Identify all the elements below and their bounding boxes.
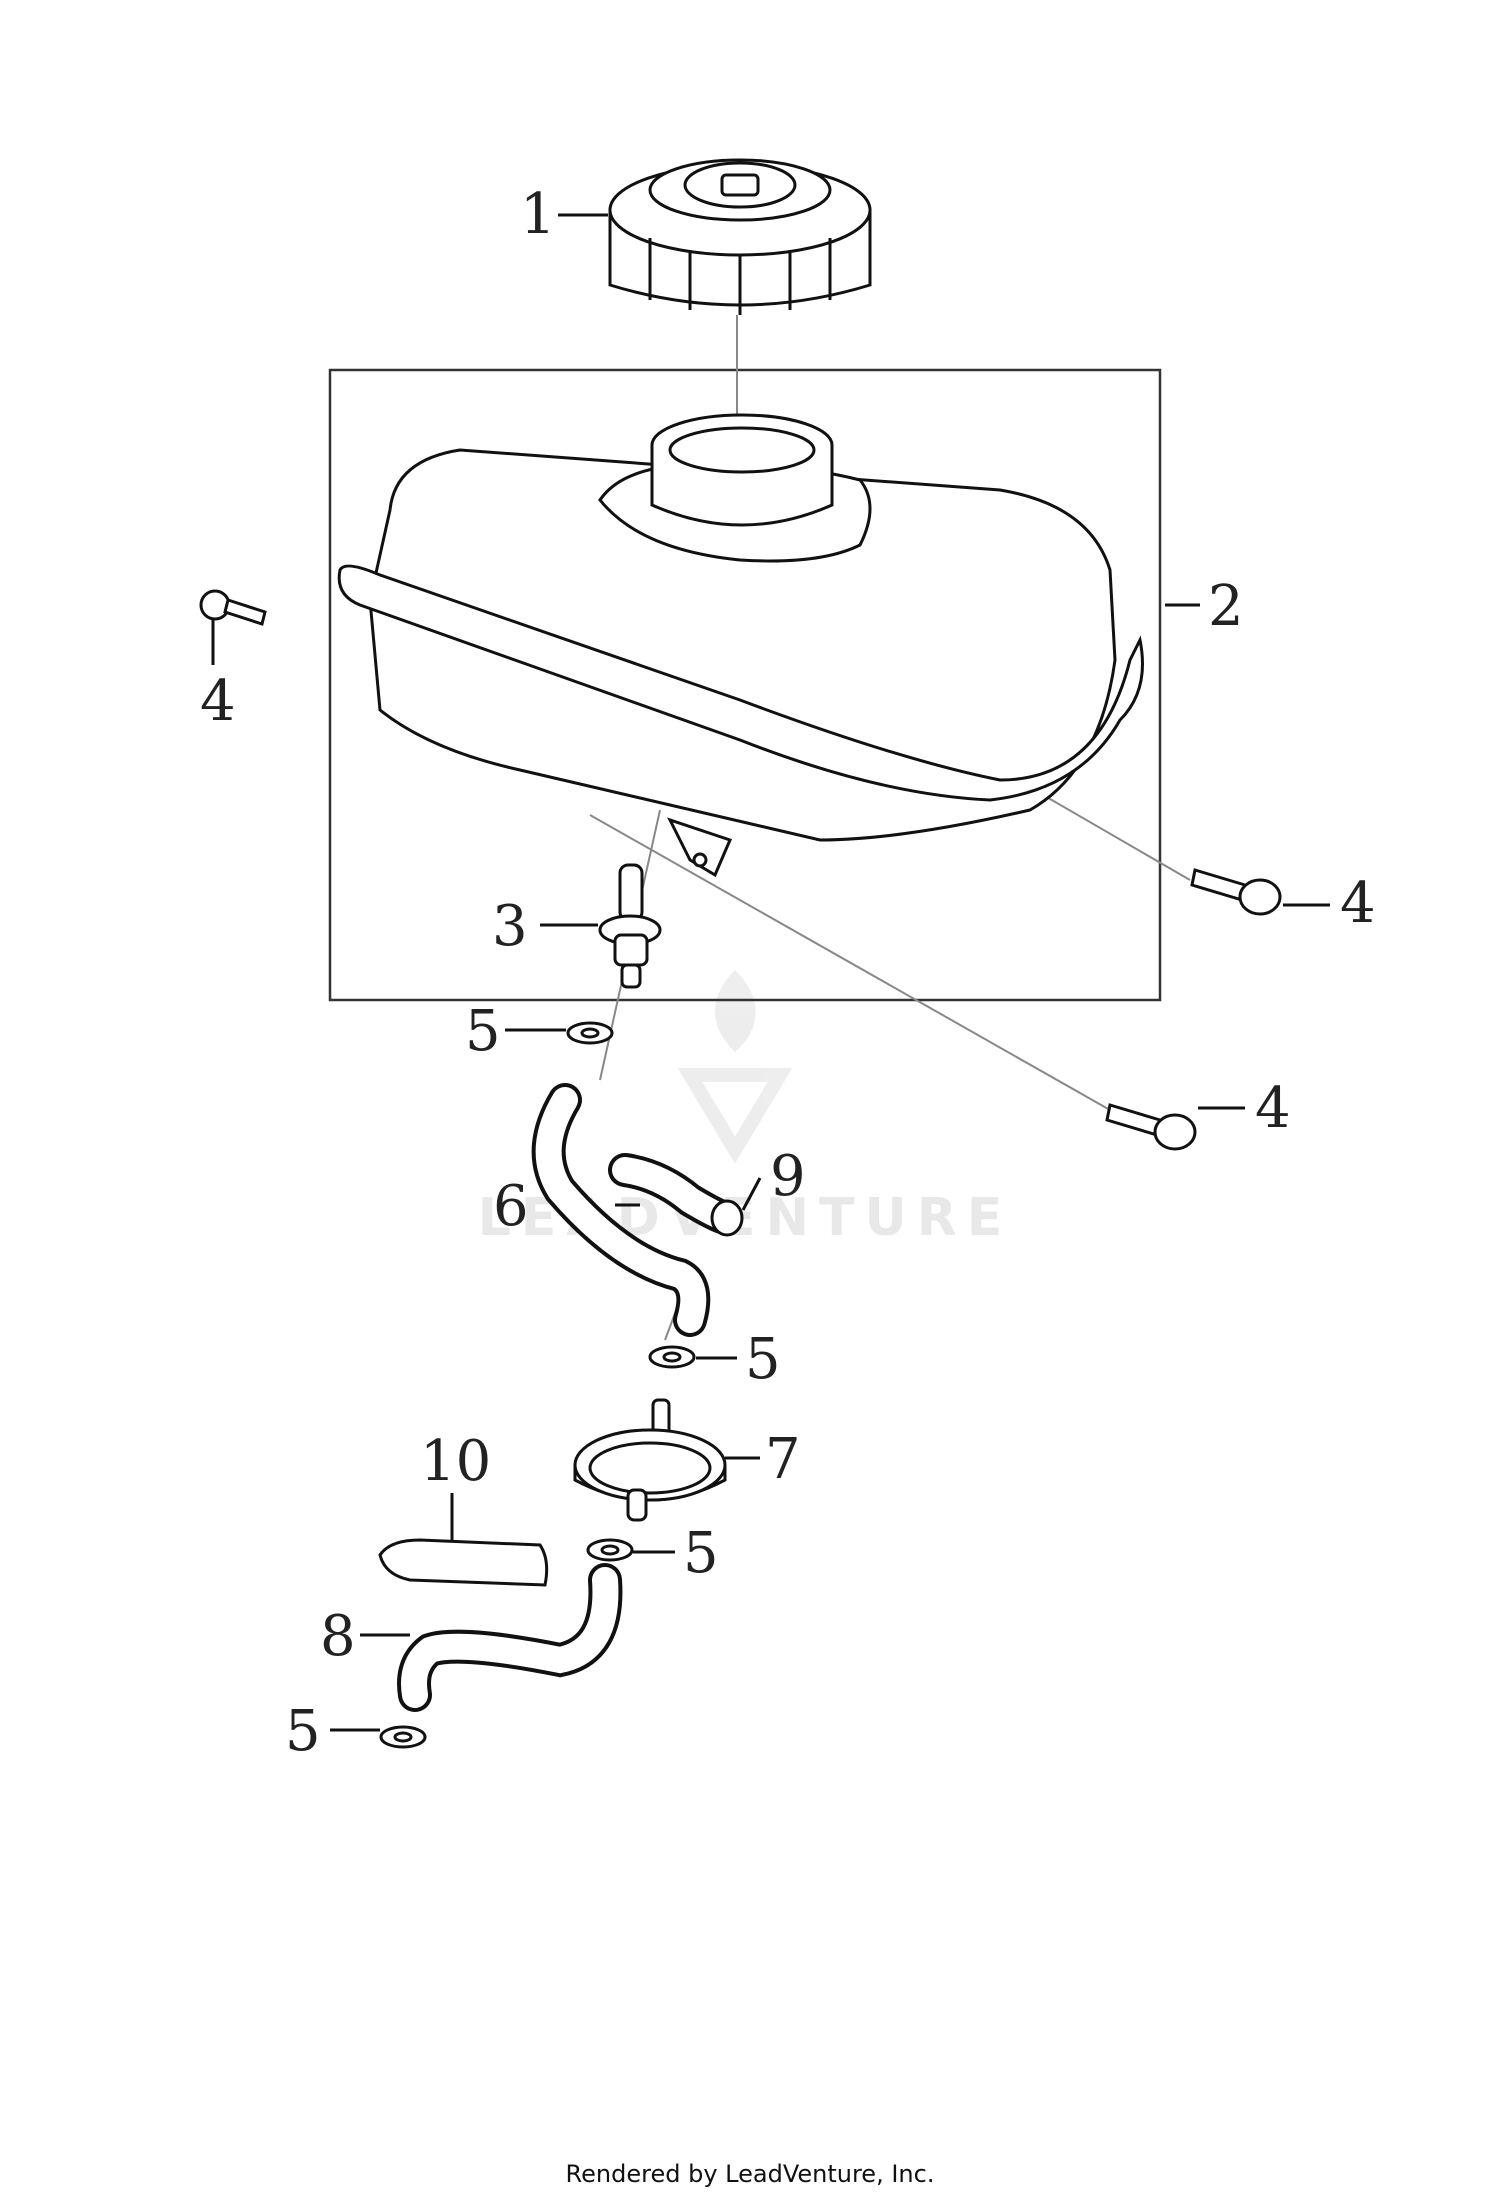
bolt-left[interactable] — [199, 589, 267, 626]
short-hose-end — [710, 1199, 744, 1237]
callout-5d: 5 — [285, 1699, 321, 1764]
callout-5c: 5 — [683, 1521, 719, 1586]
assembly-frame — [328, 368, 1162, 1002]
hose-clamp-1[interactable] — [566, 1021, 614, 1045]
fuel-tank[interactable] — [337, 413, 1144, 878]
fuel-hose-fill — [535, 1087, 707, 1333]
bolt-right-upper[interactable] — [1190, 868, 1282, 916]
callout-7: 7 — [765, 1427, 801, 1492]
protective-sleeve[interactable] — [378, 1538, 549, 1587]
leader-lines — [211, 213, 1330, 1732]
fuel-cap[interactable] — [608, 158, 872, 315]
callout-4a: 4 — [200, 669, 236, 734]
footer-credit: Rendered by LeadVenture, Inc. — [565, 2160, 935, 2188]
watermark-v-icon — [677, 1068, 793, 1164]
callout-8: 8 — [320, 1604, 356, 1669]
callout-4c: 4 — [1255, 1076, 1291, 1141]
callout-5a: 5 — [465, 999, 501, 1064]
watermark-flame-icon — [715, 970, 756, 1052]
callouts: 1 2 3 4 4 4 5 5 5 5 6 7 8 9 10 — [200, 182, 1376, 1764]
callout-3: 3 — [492, 894, 528, 959]
hose-clamp-4[interactable] — [379, 1725, 427, 1749]
callout-5b: 5 — [745, 1327, 781, 1392]
fuel-filter[interactable] — [573, 1398, 727, 1522]
bolt-right-lower[interactable] — [1105, 1103, 1197, 1151]
callout-9: 9 — [770, 1144, 806, 1209]
callout-2: 2 — [1208, 574, 1244, 639]
callout-1: 1 — [520, 182, 556, 247]
hose-clamp-3[interactable] — [586, 1538, 634, 1562]
fuel-hose-lower-fill — [401, 1567, 619, 1708]
fuel-valve[interactable] — [598, 863, 662, 989]
hose-clamp-2[interactable] — [648, 1345, 696, 1369]
callout-10: 10 — [420, 1429, 491, 1494]
callout-4b: 4 — [1340, 871, 1376, 936]
callout-6: 6 — [493, 1174, 529, 1239]
